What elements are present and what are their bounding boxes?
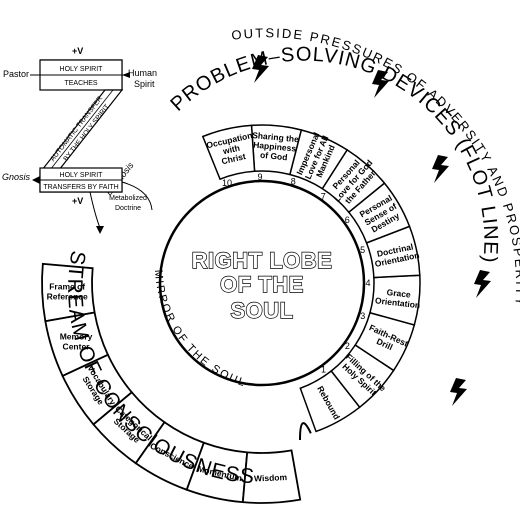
device-number-6: 6	[345, 215, 350, 225]
lightning-bolt-icon	[474, 270, 491, 298]
lightning-bolt-icon	[372, 70, 389, 98]
stream-item-6: Momentum	[185, 441, 249, 504]
inner-circle	[158, 179, 366, 387]
device-number-7: 7	[321, 192, 326, 202]
device-number-3: 3	[360, 311, 365, 321]
device-number-10: 10	[222, 178, 232, 188]
spiral-connector	[299, 422, 312, 441]
gnosis-label: Gnosis	[2, 172, 31, 182]
device-number-9: 9	[258, 172, 263, 182]
spirit-label: Spirit	[134, 79, 155, 89]
center-line-1: RIGHT LOBE	[192, 248, 333, 273]
pastor-label: Pastor	[3, 69, 29, 79]
lightning-bolt-icon	[450, 378, 467, 406]
device-label-9: Sharing theHappinessof God	[250, 130, 300, 163]
device-segment-4: GraceOrientation 4	[365, 274, 422, 326]
epignosis-curve	[121, 181, 153, 211]
center-line-3: SOUL	[230, 298, 293, 323]
center-line-2: OF THE	[220, 272, 304, 297]
diag-line-1: AUTOMATIC TRANSFER	[49, 95, 104, 162]
device-number-5: 5	[360, 245, 365, 255]
lightning-bolt-icon	[432, 155, 449, 183]
box-top-line-2: TEACHES	[64, 80, 97, 87]
device-number-1: 1	[321, 364, 326, 374]
stream-item-3: VocabularyStorage	[61, 353, 134, 426]
device-number-2: 2	[345, 341, 350, 351]
box-bot-line-1: HOLY SPIRIT	[60, 172, 104, 179]
diagonal-divider	[49, 89, 114, 171]
box-top-line-1: HOLY SPIRIT	[60, 66, 104, 73]
doctrine-arrow	[89, 191, 101, 229]
stream-item-4: CategoricalStorage	[92, 391, 166, 465]
metabolized-line-2: Doctrine	[115, 205, 141, 212]
metabolized-line-1: Metabolized	[109, 195, 147, 202]
doctrine-transfer-diagram: +V Pastor Human Spirit HOLY SPIRIT TEACH…	[2, 46, 157, 234]
device-number-8: 8	[291, 177, 296, 187]
stream-item-5: Conscience	[134, 421, 206, 491]
device-segment-9: Sharing theHappinessof God 9	[250, 124, 303, 182]
stream-item-7: Wisdom	[241, 449, 302, 504]
device-number-4: 4	[365, 278, 370, 288]
doctrine-arrowhead	[96, 226, 104, 234]
gnosis-arrowhead	[32, 176, 40, 184]
box-bot-line-2: TRANSFERS BY FAITH	[43, 184, 118, 191]
soul-ring	[158, 179, 366, 441]
human-label: Human	[128, 68, 157, 78]
stream-label-7: Wisdom	[254, 472, 288, 483]
pressure-bolts	[252, 55, 491, 406]
device-label-4: GraceOrientation	[375, 286, 422, 310]
plus-v-top: +V	[72, 46, 83, 56]
plus-v-bottom: +V	[72, 196, 83, 206]
lightning-bolt-icon	[252, 55, 269, 83]
